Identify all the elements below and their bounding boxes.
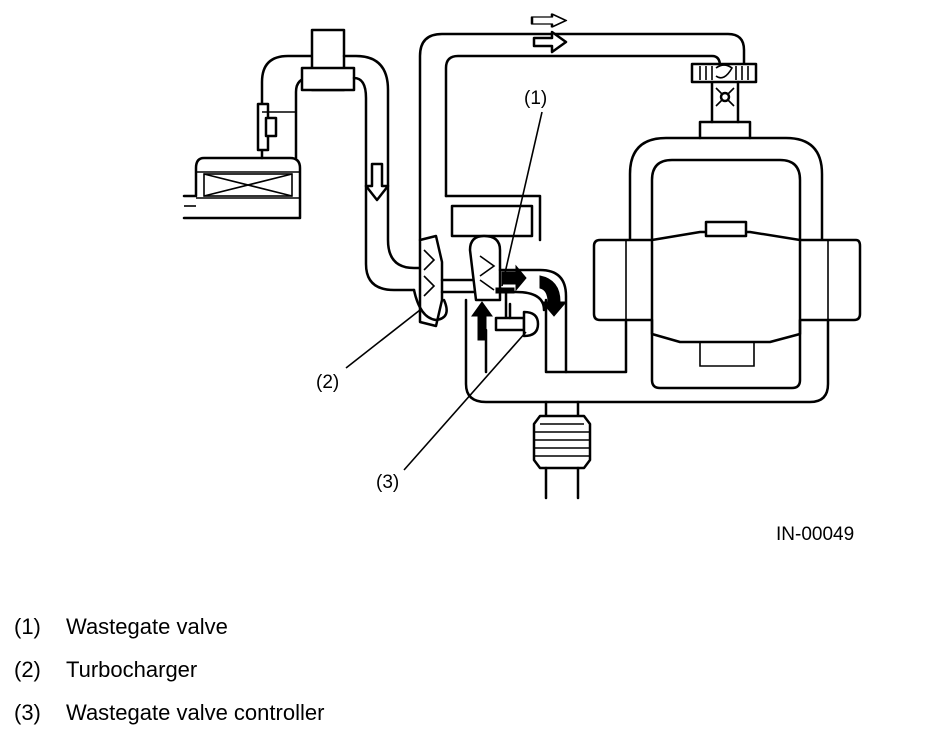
legend-item: (1) Wastegate valve: [14, 612, 614, 655]
exhaust-out-arrow: [539, 275, 568, 317]
callout-label-3: (3): [376, 472, 399, 493]
leader-line-3: [403, 331, 527, 471]
throttle-body: [690, 62, 758, 140]
intake-flow-arrow: [364, 162, 390, 202]
intake-air-duct: [256, 28, 422, 292]
callout-label-1: (1): [524, 88, 547, 109]
legend-number: (3): [14, 700, 41, 725]
wastegate-valve-controller: [494, 302, 540, 338]
legend-number: (2): [14, 657, 41, 682]
legend: (1) Wastegate valve (2) Turbocharger (3)…: [14, 612, 614, 741]
turbocharger: [412, 234, 478, 328]
callout-label-2: (2): [316, 372, 339, 393]
turbine-housing: [444, 194, 568, 374]
charge-air-pipe: [418, 13, 746, 242]
legend-item: (2) Turbocharger: [14, 655, 614, 698]
leader-line-2: [345, 309, 421, 369]
exhaust-in-arrow: [471, 301, 493, 341]
exhaust-pipe: [532, 400, 592, 500]
intake-manifold: [628, 136, 824, 242]
legend-text: Wastegate valve controller: [66, 700, 325, 725]
charge-air-flow-arrow: [532, 30, 568, 54]
legend-text: Wastegate valve: [66, 614, 228, 639]
figure-id: IN-00049: [776, 524, 855, 545]
legend-item: (3) Wastegate valve controller: [14, 698, 614, 741]
exhaust-bypass-arrow: [501, 264, 527, 292]
engine: [592, 220, 862, 390]
legend-number: (1): [14, 614, 41, 639]
air-cleaner: [182, 156, 302, 220]
leader-line-1: [501, 111, 543, 287]
turbocharger-system-diagram: (1) (2) (3): [182, 13, 862, 500]
legend-text: Turbocharger: [66, 657, 198, 682]
